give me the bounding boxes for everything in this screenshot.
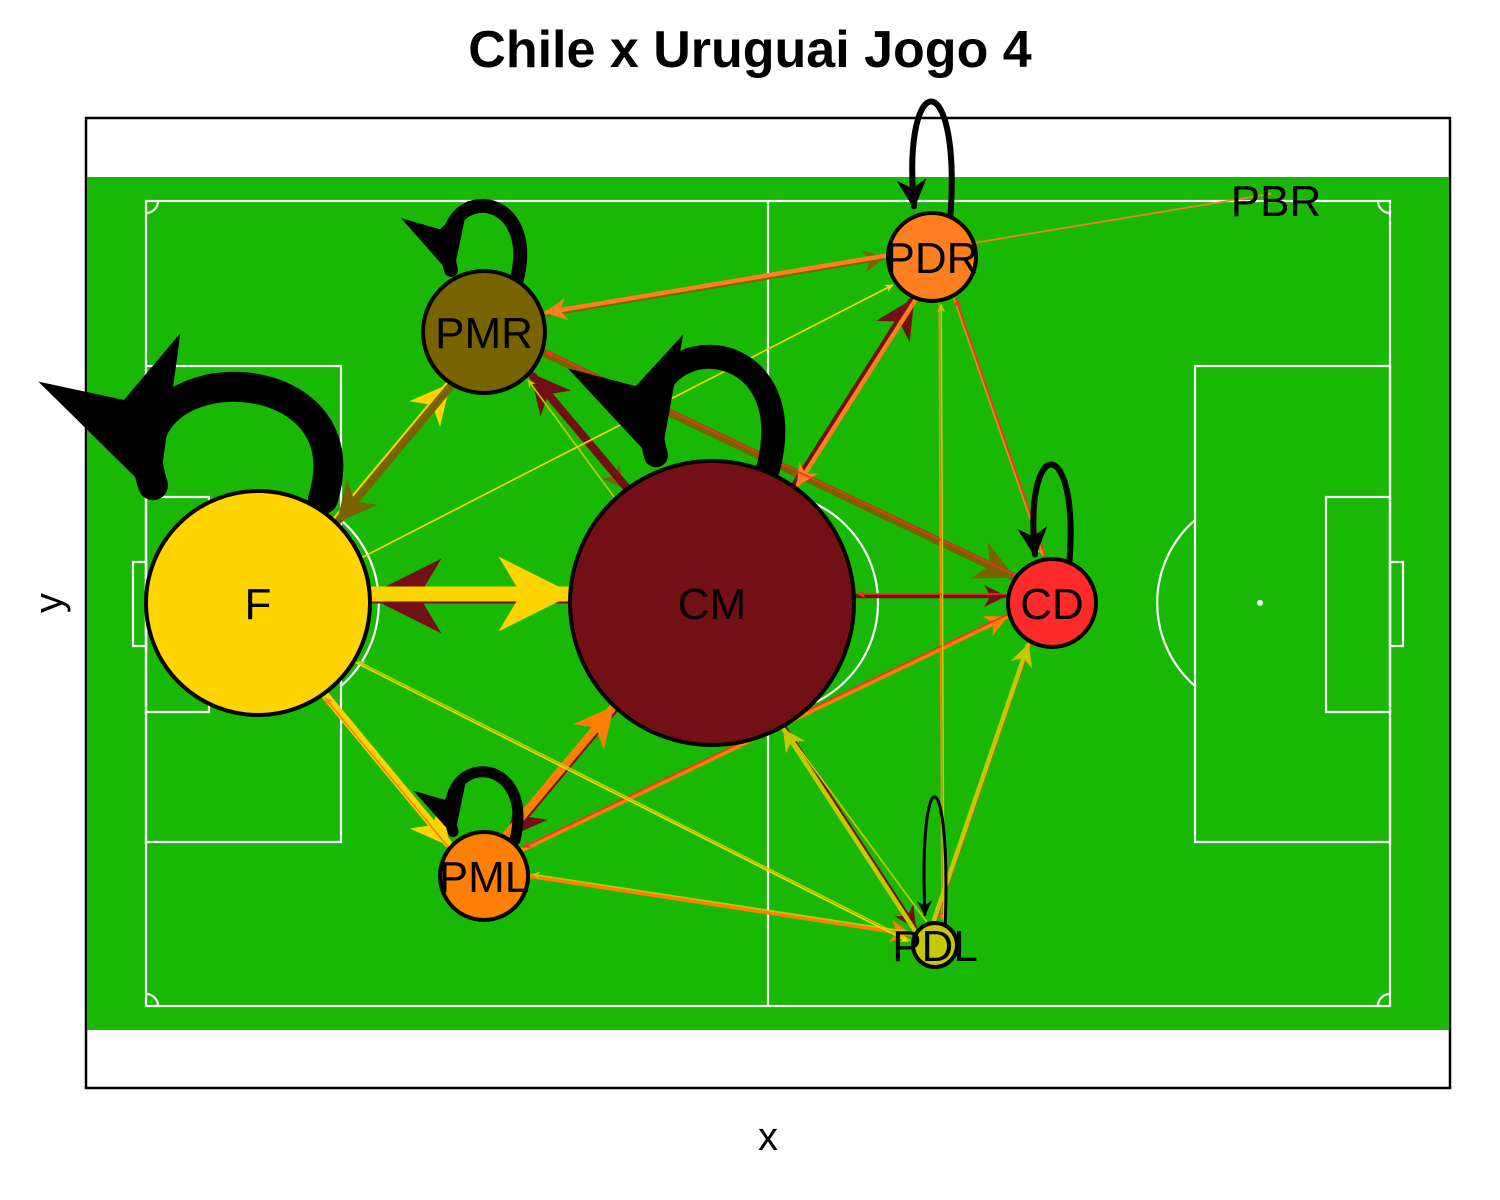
- player-node-f: F: [144, 489, 372, 717]
- player-node-pdl: PDL: [892, 921, 978, 971]
- self-loop-cm: [568, 334, 786, 481]
- corner-arc: [145, 992, 160, 1007]
- player-node-pmr: PMR: [421, 269, 547, 395]
- player-node-cd: CD: [1006, 557, 1098, 649]
- self-loop-pml: [413, 766, 524, 846]
- pass-edge-f-to-pdl: [354, 661, 909, 943]
- player-node-circle: [144, 489, 372, 717]
- pass-edge-pdr-to-cm: [795, 298, 918, 487]
- pass-edge-pmr-to-f: [335, 382, 455, 524]
- player-node-circle: [911, 921, 959, 969]
- right-penalty-arc: [1156, 519, 1196, 687]
- corner-arc: [1376, 992, 1391, 1007]
- pass-edge-pdl-to-cd: [932, 643, 1033, 922]
- right-goal: [1388, 560, 1405, 648]
- player-node-circle: [886, 211, 978, 303]
- player-node-circle: [568, 459, 856, 747]
- player-node-cm: CM: [568, 459, 856, 747]
- self-loop-f: [38, 333, 344, 514]
- player-node-pml: PML: [438, 830, 530, 922]
- player-node-circle: [421, 269, 547, 395]
- pass-edge-pdl-to-cm: [781, 727, 917, 933]
- pass-edge-pdr-to-pbr: [975, 190, 1272, 244]
- self-loop-pdl: [916, 795, 948, 933]
- penalty-spot: [1257, 600, 1263, 606]
- player-node-label: CM: [678, 580, 746, 629]
- self-loop-pmr: [401, 198, 528, 286]
- player-node-label: PBR: [1231, 177, 1321, 226]
- self-loop-cd: [1017, 461, 1074, 570]
- self-loops: [38, 98, 1074, 933]
- x-axis-label: x: [758, 1115, 778, 1159]
- player-node-pbr: PBR: [1231, 177, 1321, 226]
- player-node-circle: [1006, 557, 1098, 649]
- y-axis-label: y: [27, 593, 71, 613]
- player-node-label: F: [245, 580, 272, 629]
- pass-edge-pdl-to-pml: [532, 871, 914, 934]
- pass-edge-pdl-to-f: [357, 660, 912, 942]
- self-loop-pdr: [896, 98, 955, 224]
- corner-arc: [145, 200, 160, 215]
- player-node-label: PML: [439, 853, 529, 902]
- pass-edge-pml-to-pdl: [528, 873, 913, 943]
- pass-edge-pdr-to-cd: [952, 297, 1045, 557]
- player-node-label: PMR: [435, 309, 533, 358]
- pass-edge-pml-to-cm: [502, 705, 616, 839]
- player-nodes: F CM PMR PML PDR CD PDL PBR: [144, 177, 1321, 971]
- player-node-pdr: PDR: [886, 211, 979, 303]
- player-node-label: PDR: [886, 234, 979, 283]
- pass-edge-pdr-to-pmr: [544, 253, 888, 321]
- player-node-label: CD: [1020, 580, 1084, 629]
- corner-arc: [1376, 200, 1391, 215]
- figure-title: Chile x Uruguai Jogo 4: [468, 21, 1031, 79]
- player-node-label: PDL: [892, 922, 978, 971]
- player-node-circle: [438, 830, 530, 922]
